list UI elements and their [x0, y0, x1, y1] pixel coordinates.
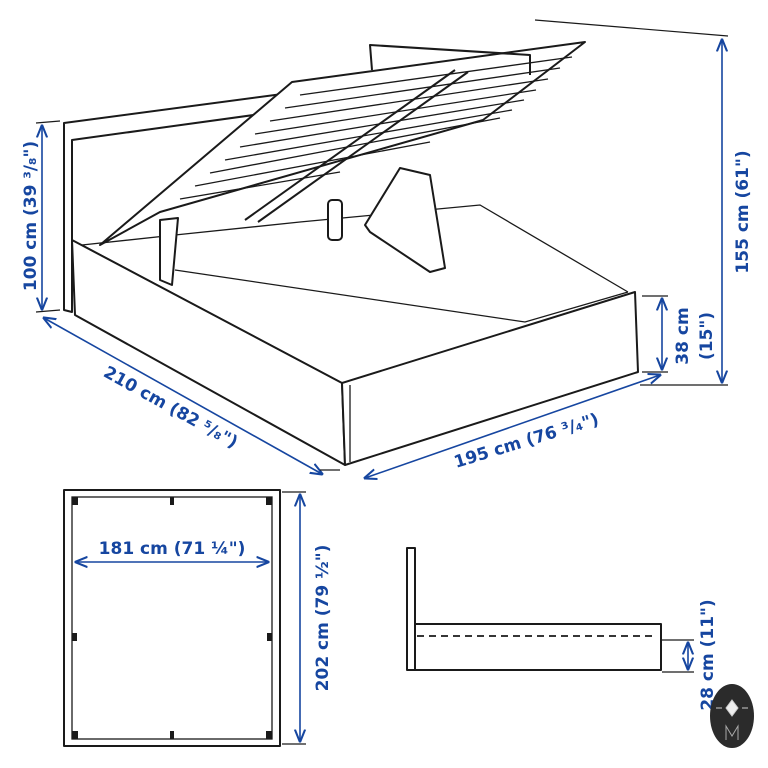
top-view-drawing	[63, 489, 306, 747]
bed-foot-panel	[341, 291, 639, 466]
side-view-drawing	[406, 547, 694, 673]
dimension-lines	[36, 19, 728, 478]
inner-length-label: 202 cm (79 ½")	[313, 545, 333, 692]
frame-height-metric-label: 38 cm	[673, 307, 693, 364]
slats	[179, 56, 573, 200]
headboard-height-label: 100 cm (39 ³/₈")	[21, 141, 41, 291]
inner-width-label: 181 cm (71 ¼")	[99, 539, 246, 559]
watermark-logo	[710, 684, 754, 748]
lift-handle	[369, 44, 531, 75]
frame-height-imperial-label: (15")	[697, 312, 717, 360]
total-height-label: 155 cm (61")	[733, 150, 753, 273]
storage-height-label: 28 cm (11")	[698, 599, 718, 710]
gas-lift-mechanism	[364, 167, 446, 273]
